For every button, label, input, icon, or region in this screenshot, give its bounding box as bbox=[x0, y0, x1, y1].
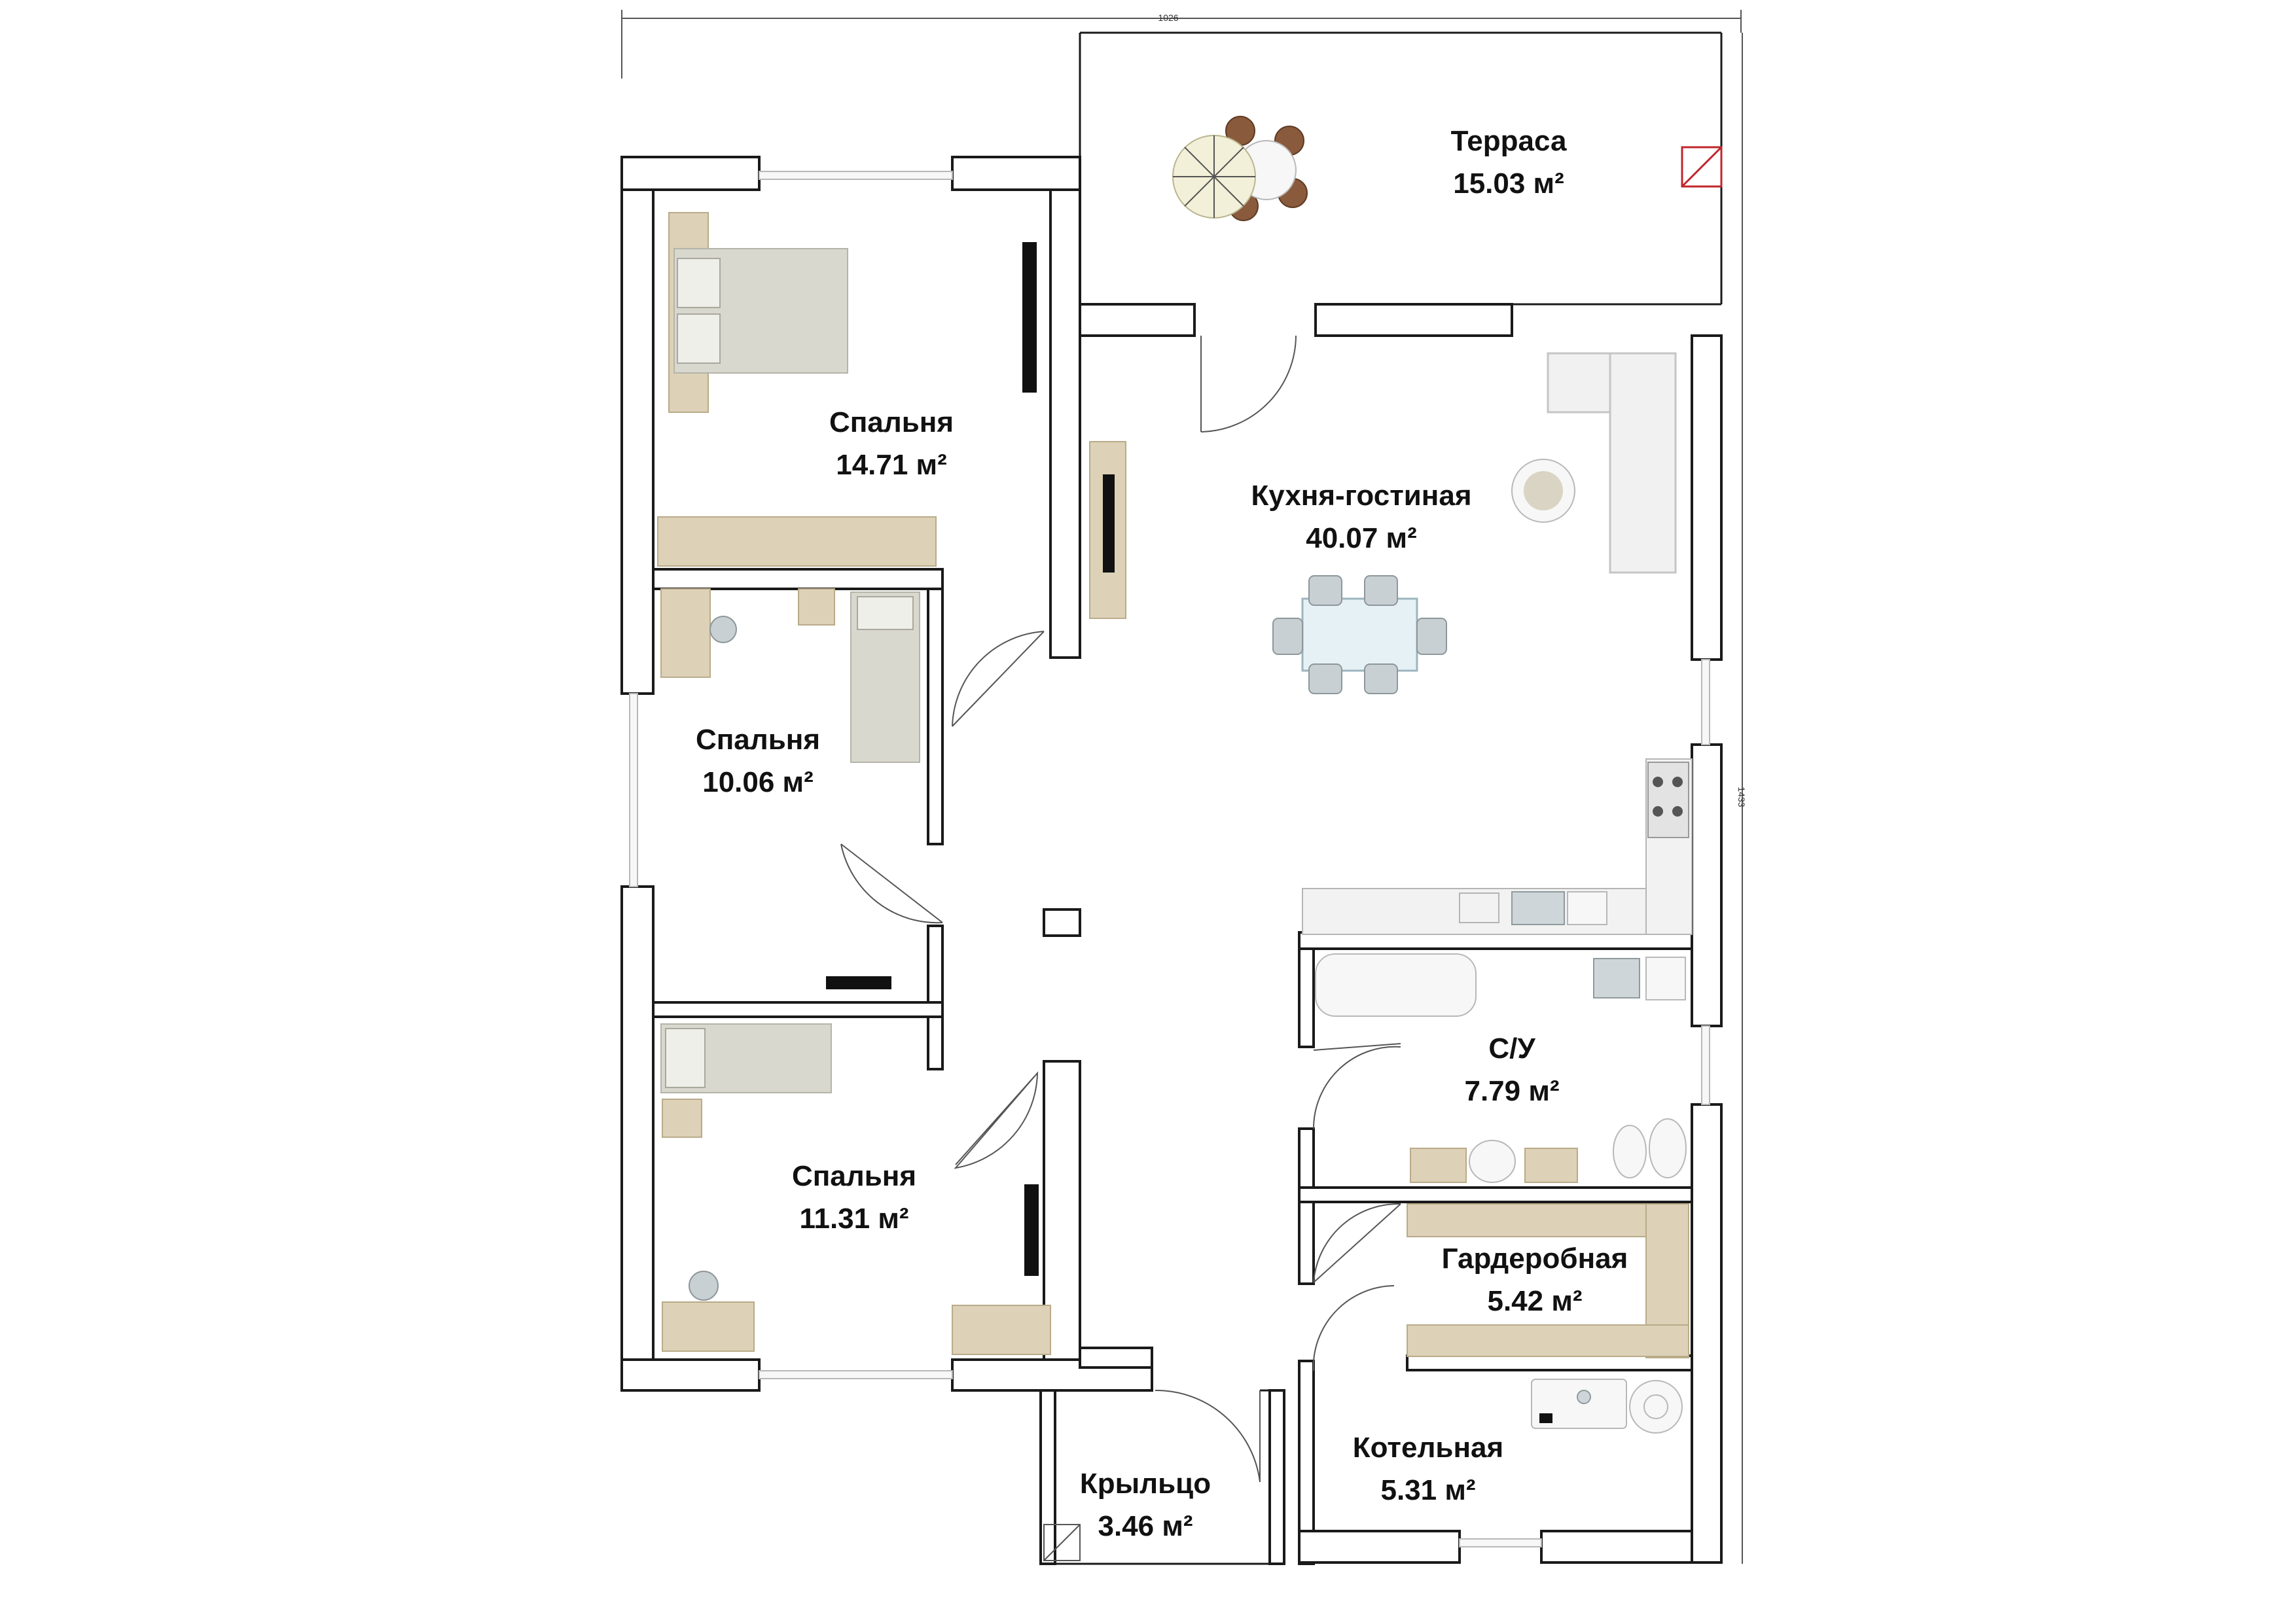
patio-table-icon bbox=[1172, 116, 1308, 221]
room-area-bedroom1: 14.71 м² bbox=[836, 449, 947, 481]
bedroom3-furniture bbox=[660, 1023, 1051, 1355]
room-name-bedroom3: Спальня bbox=[792, 1160, 916, 1192]
room-area-kitchen: 40.07 м² bbox=[1306, 522, 1417, 554]
nightstand-bedroom3 bbox=[662, 1099, 702, 1138]
room-name-kitchen: Кухня-гостиная bbox=[1251, 480, 1471, 512]
room-area-terrace: 15.03 м² bbox=[1453, 168, 1564, 200]
toilet-icon bbox=[1649, 1118, 1687, 1178]
room-area-bedroom2: 10.06 м² bbox=[702, 766, 814, 798]
boiler-equipment bbox=[1531, 1379, 1683, 1434]
room-name-bedroom2: Спальня bbox=[696, 724, 820, 756]
tv-icon bbox=[1022, 242, 1037, 393]
office-chair-icon-bedroom3 bbox=[689, 1271, 719, 1301]
room-name-bathroom: С/У bbox=[1488, 1033, 1535, 1065]
dining-table-icon bbox=[1301, 597, 1418, 672]
window-right-bathroom bbox=[1701, 1025, 1710, 1105]
dimension-lines: 1026 1433 bbox=[621, 10, 1747, 1564]
nightstand bbox=[798, 588, 835, 626]
cabinet-icon bbox=[1645, 957, 1686, 1000]
terrace bbox=[1079, 31, 1723, 306]
room-name-terrace: Терраса bbox=[1451, 125, 1567, 157]
windows bbox=[629, 171, 1710, 1547]
washing-machine-icon bbox=[1593, 958, 1640, 998]
room-area-bedroom3: 11.31 м² bbox=[799, 1203, 908, 1235]
column-marker-icon bbox=[1681, 146, 1723, 188]
door-entrance bbox=[1155, 1389, 1261, 1483]
room-labels: Терраса 15.03 м² Спальня 14.71 м² Кухня-… bbox=[696, 125, 1628, 1542]
door-boiler bbox=[1313, 1285, 1395, 1371]
room-area-wardrobe: 5.42 м² bbox=[1487, 1285, 1582, 1317]
kitchen-living-furniture bbox=[1089, 352, 1693, 935]
vanity-right bbox=[1524, 1148, 1578, 1183]
tv-icon-bedroom2 bbox=[826, 976, 891, 989]
wardrobe-shelves bbox=[1407, 1203, 1689, 1358]
wardrobe-bedroom3 bbox=[952, 1305, 1051, 1355]
wardrobe-shelf-bottom bbox=[1407, 1324, 1689, 1357]
walls bbox=[620, 156, 1723, 1565]
window-bottom-bedroom3 bbox=[759, 1370, 953, 1379]
door-bathroom bbox=[1312, 1043, 1401, 1129]
porch-column bbox=[1043, 1524, 1081, 1561]
room-area-bathroom: 7.79 м² bbox=[1464, 1075, 1559, 1107]
dimension-height-label: 1433 bbox=[1736, 786, 1747, 807]
bathtub-icon bbox=[1315, 953, 1477, 1017]
column-icon bbox=[1043, 1524, 1081, 1561]
door-bedroom3 bbox=[954, 1071, 1039, 1169]
washbasin-icon bbox=[1469, 1140, 1516, 1183]
window-right-kitchen bbox=[1701, 659, 1710, 745]
room-area-boiler: 5.31 м² bbox=[1380, 1474, 1475, 1506]
bidet-icon bbox=[1613, 1125, 1647, 1178]
desk-bedroom3 bbox=[662, 1301, 755, 1352]
tv-icon-living bbox=[1103, 474, 1115, 573]
tv-icon-bedroom3 bbox=[1024, 1184, 1039, 1276]
stove-icon bbox=[1647, 762, 1689, 838]
wardrobe-bedroom1 bbox=[657, 516, 937, 567]
window-left-bedroom2 bbox=[629, 693, 638, 887]
room-name-boiler: Котельная bbox=[1353, 1432, 1503, 1464]
door-bedroom1 bbox=[952, 631, 1045, 727]
door-terrace bbox=[1200, 335, 1297, 432]
room-name-wardrobe: Гардеробная bbox=[1442, 1243, 1628, 1275]
doors bbox=[840, 335, 1401, 1483]
dishwasher-icon bbox=[1567, 891, 1607, 925]
boiler-icon bbox=[1531, 1379, 1627, 1429]
office-chair-icon bbox=[709, 616, 737, 643]
bedroom2-furniture bbox=[660, 588, 920, 989]
door-bedroom2 bbox=[840, 843, 943, 924]
sink-icon bbox=[1511, 891, 1565, 925]
window-top-bedroom1 bbox=[759, 171, 953, 180]
room-name-porch: Крыльцо bbox=[1080, 1468, 1211, 1500]
room-area-porch: 3.46 м² bbox=[1098, 1510, 1193, 1542]
desk-bedroom2 bbox=[660, 588, 711, 678]
room-name-bedroom1: Спальня bbox=[829, 406, 954, 438]
door-wardrobe bbox=[1313, 1203, 1401, 1283]
bathroom-fixtures bbox=[1315, 953, 1687, 1183]
vanity-left bbox=[1410, 1148, 1467, 1183]
dimension-width-label: 1026 bbox=[1158, 12, 1178, 23]
bedroom1-furniture bbox=[657, 212, 1037, 567]
window-bottom-boiler bbox=[1459, 1538, 1542, 1547]
